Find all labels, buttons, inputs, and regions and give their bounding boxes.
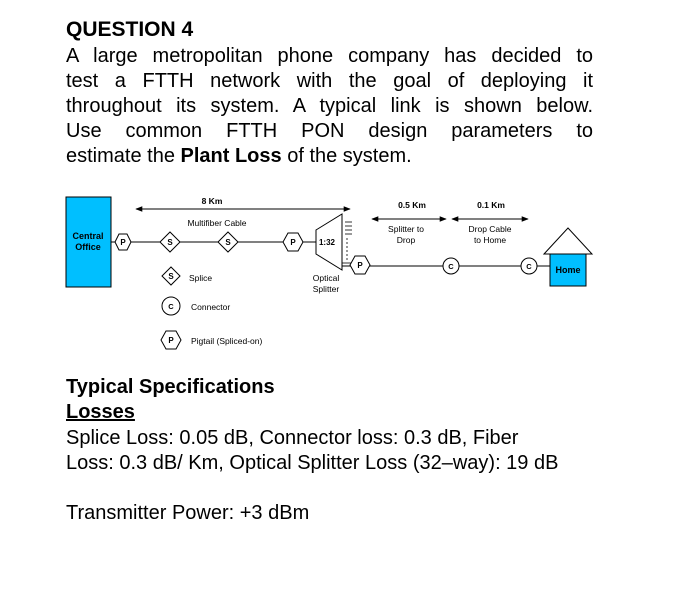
question-title: QUESTION 4 — [66, 18, 194, 41]
connector-symbol-2-letter: C — [526, 262, 532, 271]
specs-title: Typical Specifications — [66, 376, 275, 398]
drop-cable-label-2: to Home — [474, 235, 506, 245]
question-body: A large metropolitan phone company has d… — [66, 44, 593, 169]
legend-splice-label: Splice — [189, 273, 212, 283]
splice-symbol-2-letter: S — [225, 238, 231, 247]
splitter-to-drop-label-1: Splitter to — [388, 224, 424, 234]
question-line-3: throughout its system. A typical link is… — [66, 95, 593, 117]
splice-symbol-1-letter: S — [167, 238, 173, 247]
plant-loss-bold: Plant Loss — [180, 145, 282, 167]
question-line-5-prefix: estimate the — [66, 145, 181, 167]
legend-connector: C Connector — [161, 296, 230, 316]
drop-cable-label-1: Drop Cable — [469, 224, 512, 234]
legend-connector-label: Connector — [191, 302, 230, 312]
splitter-to-drop-label-2: Drop — [397, 235, 416, 245]
connector-symbol-1: C — [442, 257, 460, 275]
distance-05km-label: 0.5 Km — [398, 200, 426, 210]
optical-splitter-label-1: Optical — [313, 273, 340, 283]
central-office-box — [65, 196, 112, 288]
connector-symbol-2: C — [520, 257, 538, 275]
multifiber-cable-label: Multifiber Cable — [187, 218, 246, 228]
losses-line-2: Loss: 0.3 dB/ Km, Optical Splitter Loss … — [66, 452, 559, 474]
losses-title: Losses — [66, 401, 135, 423]
optical-splitter-symbol: 1:32 — [315, 213, 352, 271]
splice-symbol-1: S — [159, 231, 181, 253]
home-symbol: Home — [542, 227, 594, 287]
central-office-label-2: Office — [75, 242, 101, 252]
question-line-2: test a FTTH network with the goal of dep… — [66, 70, 593, 92]
distance-01km-label: 0.1 Km — [477, 200, 505, 210]
pigtail-symbol-splitter-out-letter: P — [357, 261, 363, 270]
legend-pigtail-label: Pigtail (Spliced-on) — [191, 336, 263, 346]
question-line-5-suffix: of the system. — [281, 145, 412, 167]
losses-line-1: Splice Loss: 0.05 dB, Connector loss: 0.… — [66, 427, 519, 449]
legend-connector-letter: C — [168, 302, 174, 311]
legend-pigtail-letter: P — [168, 336, 174, 345]
splice-symbol-2: S — [217, 231, 239, 253]
optical-splitter-label-2: Splitter — [313, 284, 340, 294]
connector-symbol-1-letter: C — [448, 262, 454, 271]
legend-splice-letter: S — [168, 272, 174, 281]
pigtail-symbol-splitter-in-letter: P — [290, 238, 296, 247]
question-line-5: estimate the Plant Loss of the system. — [66, 144, 593, 169]
transmitter-power: Transmitter Power: +3 dBm — [66, 502, 310, 524]
legend-splice: S Splice — [161, 266, 212, 286]
central-office-label-1: Central — [72, 231, 103, 241]
pigtail-symbol-co: P — [114, 233, 132, 251]
question-line-4: Use common FTTH PON design parameters to — [66, 120, 593, 142]
pigtail-symbol-splitter-in: P — [282, 232, 304, 252]
pigtail-symbol-co-letter: P — [120, 238, 126, 247]
legend-pigtail: P Pigtail (Spliced-on) — [160, 330, 263, 350]
pigtail-symbol-splitter-out: P — [349, 255, 371, 275]
distance-8km-label: 8 Km — [202, 196, 223, 206]
splitter-ratio-label: 1:32 — [319, 238, 336, 247]
question-line-1: A large metropolitan phone company has d… — [66, 45, 593, 67]
home-label: Home — [555, 265, 580, 275]
